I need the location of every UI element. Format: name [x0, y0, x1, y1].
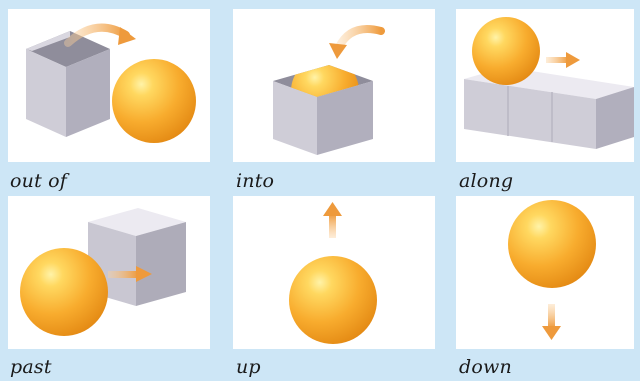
label-down: down: [459, 356, 512, 378]
label-past: past: [10, 356, 52, 378]
label-along: along: [459, 170, 513, 192]
ball-along-blocks-icon: [456, 9, 634, 162]
label-into: into: [236, 170, 274, 192]
label-out-of: out of: [10, 170, 67, 192]
panel-along: [456, 9, 634, 162]
panel-down: [456, 196, 634, 349]
panel-into: [233, 9, 435, 162]
label-up: up: [236, 356, 261, 378]
ball-down-arrow-icon: [456, 196, 634, 349]
panel-out-of: [8, 9, 210, 162]
panel-up: [233, 196, 435, 349]
ball-out-of-box-icon: [8, 9, 210, 162]
ball-up-arrow-icon: [233, 196, 435, 349]
ball-past-cube-icon: [8, 196, 210, 349]
panel-past: [8, 196, 210, 349]
ball-into-box-icon: [233, 9, 435, 162]
